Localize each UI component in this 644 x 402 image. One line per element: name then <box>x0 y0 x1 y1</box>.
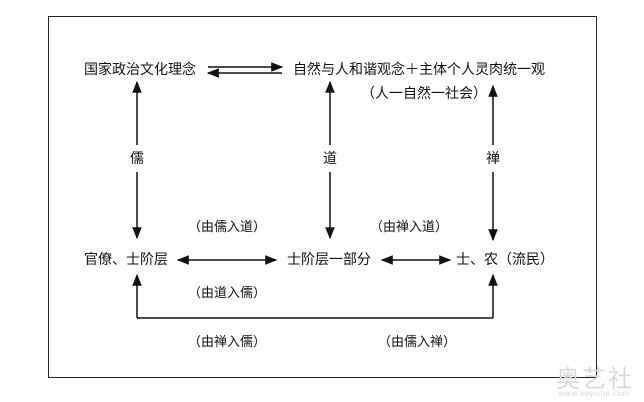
diagram-frame <box>48 16 597 378</box>
edge-label-chan-to-dao: （由禅入道） <box>370 220 449 235</box>
node-scholars-part: 士阶层一部分 <box>287 252 371 268</box>
node-state-culture: 国家政治文化理念 <box>84 62 196 78</box>
watermark-url: www.aoyishe.com <box>558 389 630 398</box>
node-officials: 官僚、士阶层 <box>84 252 168 268</box>
edge-label-ru-to-dao: （由儒入道） <box>188 220 267 235</box>
edge-label-ru-to-chan: （由儒入禅） <box>378 335 457 350</box>
node-peasants: 士、农（流民） <box>456 252 554 268</box>
node-nature-harmony: 自然与人和谐观念＋主体个人灵肉统一观 <box>293 62 545 78</box>
edge-label-dao: 道 <box>323 151 337 167</box>
edge-label-chan: 禅 <box>486 151 500 167</box>
edge-label-ru: 儒 <box>130 151 144 167</box>
watermark-logo: 奥艺社 <box>556 365 634 393</box>
node-nature-harmony-sub: （人一自然一社会） <box>361 86 487 102</box>
edge-label-chan-to-ru: （由禅入儒） <box>188 335 267 350</box>
edge-label-dao-to-ru: （由道入儒） <box>188 286 267 301</box>
